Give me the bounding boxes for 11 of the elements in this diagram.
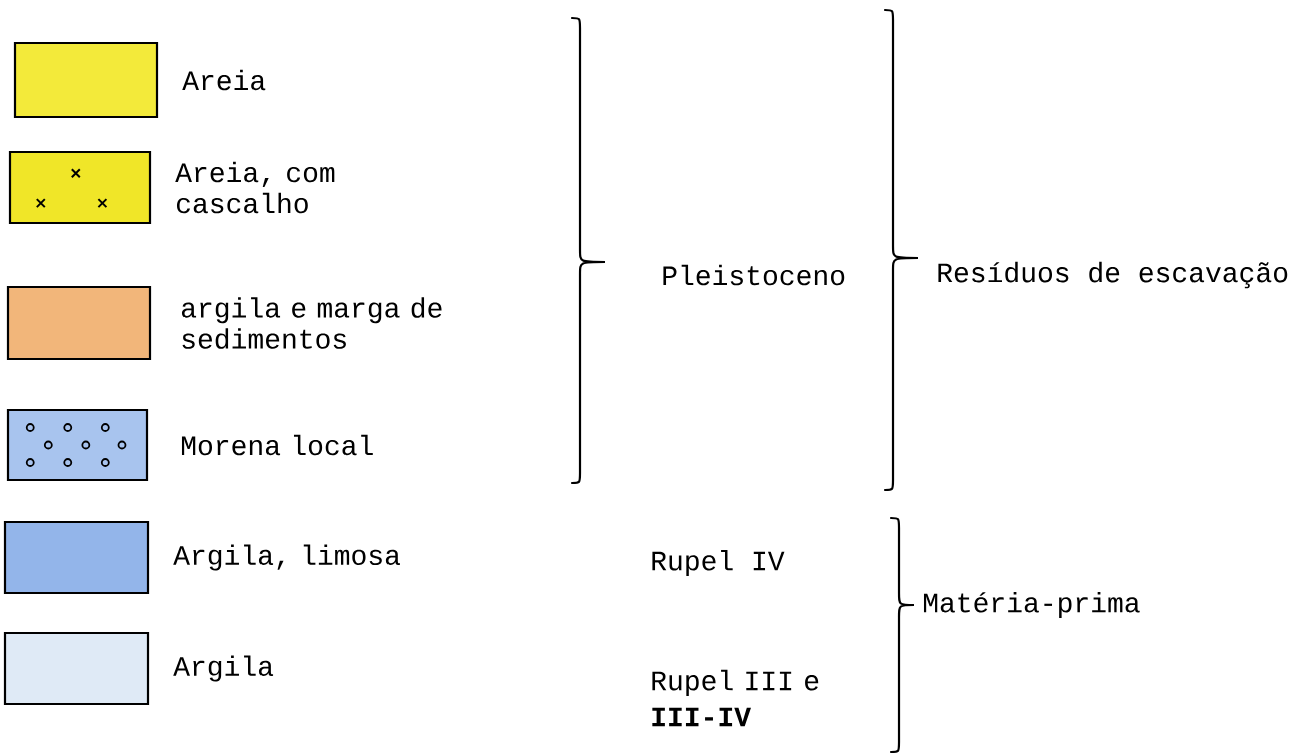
group-label: Pleistoceno — [663, 264, 845, 286]
group-label: Rupel IV — [652, 549, 785, 577]
legend-text: argila e marga de sedimentos — [181, 297, 442, 349]
legend-text: Areia — [182, 69, 266, 91]
group-label: Resíduos de escavação — [938, 261, 1288, 289]
legend-text: Argila — [173, 655, 274, 682]
group-label: Matéria-prima — [924, 591, 1140, 619]
legend-text: Argila, limosa — [173, 544, 400, 571]
group-label: Rupel III e III-IV — [652, 669, 819, 727]
legend-text: Areia, com cascalho — [175, 161, 335, 214]
legend-text: Morena local — [181, 434, 373, 456]
